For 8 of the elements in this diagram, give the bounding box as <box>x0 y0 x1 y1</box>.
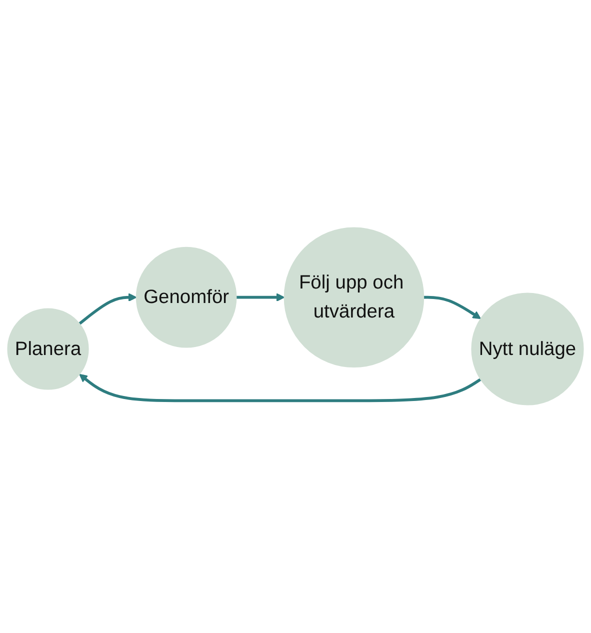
node-circle: Följ upp och utvärdera <box>284 227 424 368</box>
arrow <box>424 296 482 320</box>
arrow <box>78 293 137 326</box>
arrow <box>79 374 482 402</box>
node-circle: Nytt nuläge <box>471 292 584 406</box>
node-circle: Genomför <box>136 247 237 348</box>
arrow <box>236 293 285 302</box>
node-circle: Planera <box>7 308 89 390</box>
